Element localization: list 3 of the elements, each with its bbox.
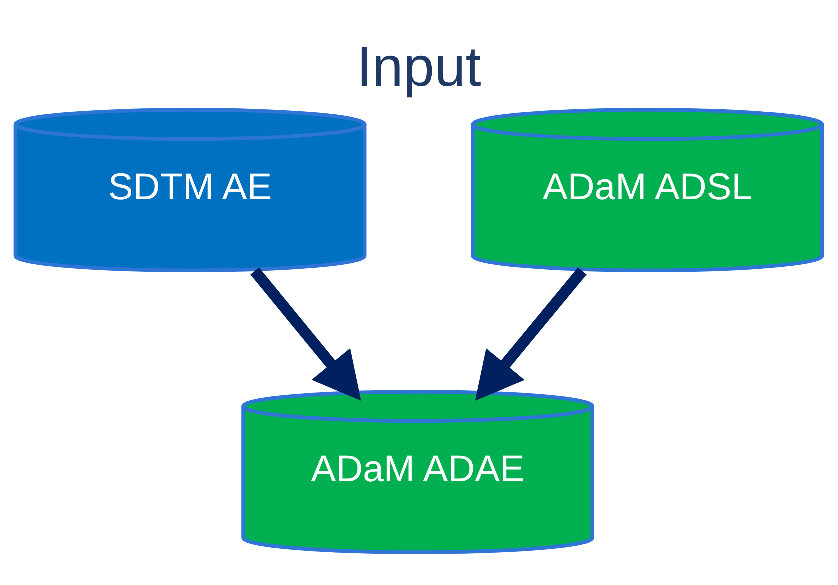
arrow <box>475 267 587 400</box>
diagram-title: Input <box>356 34 482 98</box>
arrow <box>250 267 362 400</box>
